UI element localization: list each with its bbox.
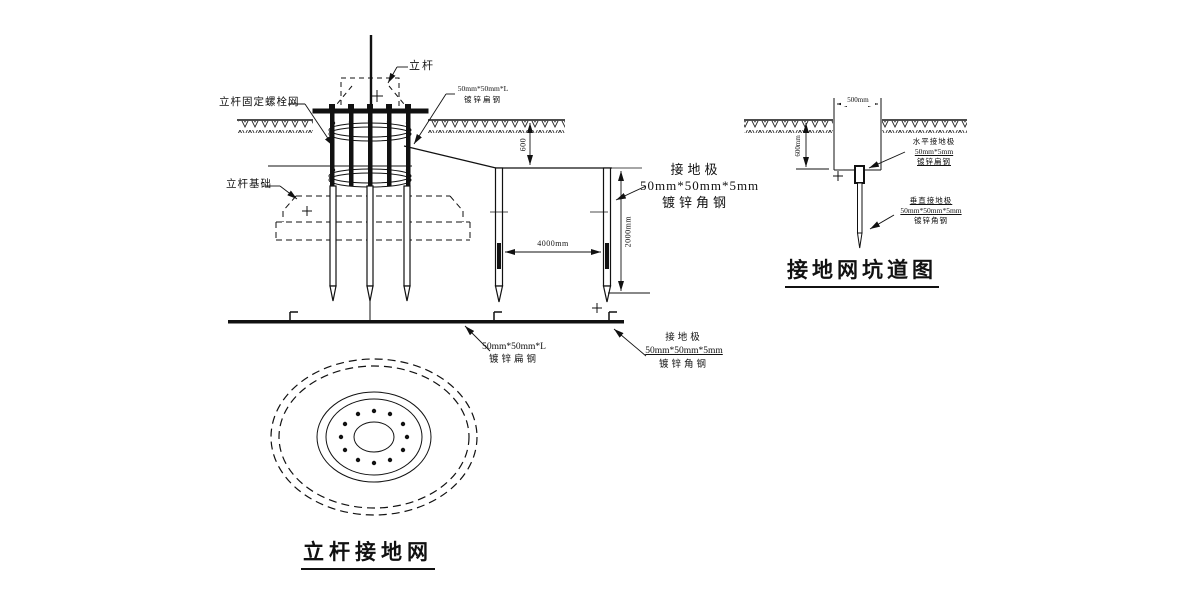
electrode-bottom-label: 接地极 50mm*50mm*5mm 镀锌角钢: [645, 333, 723, 370]
title-pole-grounding-net: 立杆接地网: [301, 536, 435, 570]
dimension-lines-left: [505, 123, 650, 294]
conductor-joints: [289, 311, 617, 320]
pole-elevation-drawing: [237, 35, 642, 320]
title-grounding-trench: 接地网坑道图: [785, 254, 939, 288]
leader-lines-left: [266, 66, 647, 357]
trench-section-drawing: [744, 98, 967, 249]
foundation-plan-view: [270, 358, 478, 516]
flat-steel-bottom-label: 50mm*50mm*L 镀锌扁钢: [482, 342, 546, 366]
dim-trench-width: 500mm: [841, 96, 875, 106]
electrode-right-label: 接地极 50mm*50mm*5mm 镀锌角钢: [640, 162, 760, 210]
pole-label: 立杆: [409, 60, 435, 72]
dim-spacing: 4000mm: [537, 239, 569, 248]
dim-electrode-length: 2000mm: [623, 215, 633, 248]
anchor-bolts: [329, 104, 411, 186]
grounding-electrode-group: [228, 167, 624, 324]
foundation-label: 立杆基础: [226, 179, 272, 190]
dim-trench-depth: 600mm: [794, 135, 803, 157]
plan-bolt-circle: [338, 408, 410, 466]
dim-depth-left: 600: [518, 137, 528, 152]
vertical-electrode-label: 垂直接地极 50mm*50mm*5mm 镀锌角钢: [900, 196, 962, 226]
flat-steel-top-label: 50mm*50mm*L 镀锌扁钢: [457, 84, 509, 104]
bolt-net-label: 立杆固定螺栓网: [219, 97, 300, 108]
foundation-stakes: [329, 185, 411, 302]
horizontal-electrode-label: 水平接地极 50mm*5mm 镀锌扁钢: [912, 137, 956, 167]
